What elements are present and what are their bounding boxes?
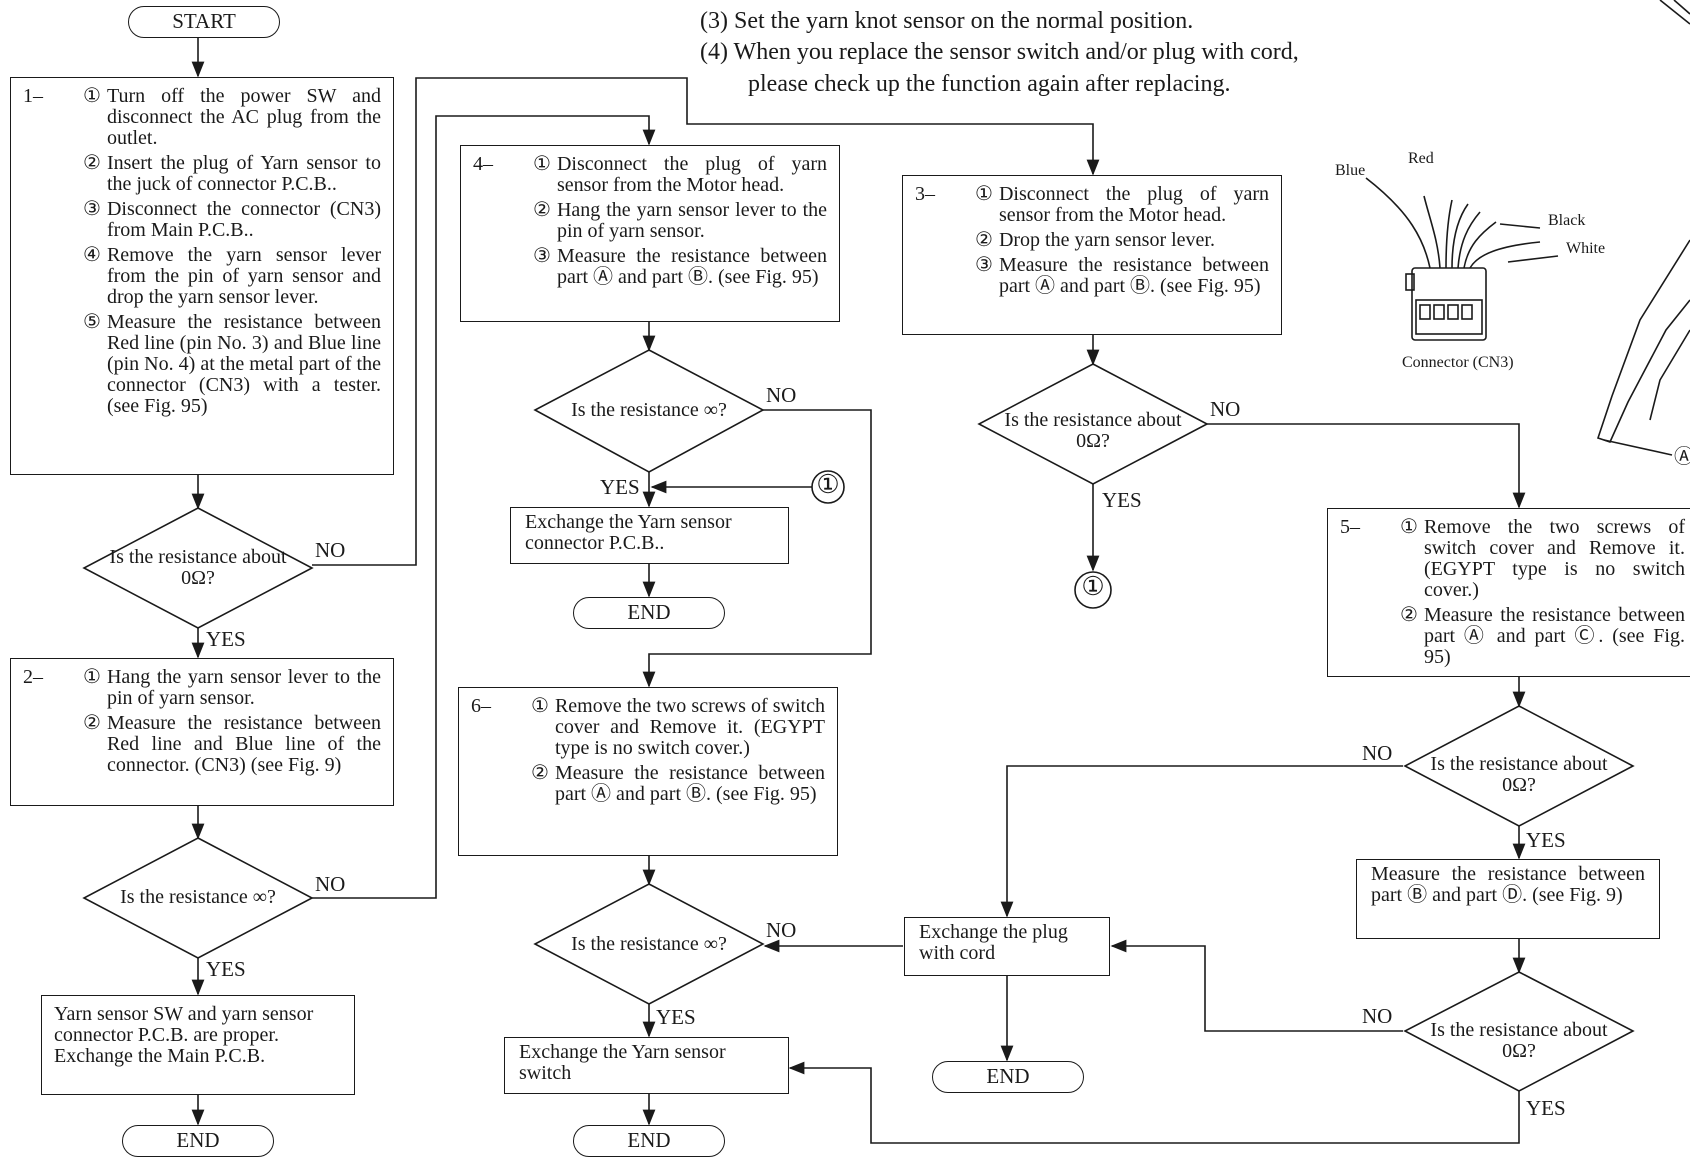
decision-diamond-6 [1403, 705, 1635, 827]
measure-bd-text: Measure the resistance between part Ⓑ an… [1371, 863, 1645, 906]
proper-box: Yarn sensor SW and yarn sensor connector… [41, 995, 355, 1095]
step-2-number: 2– [23, 666, 43, 688]
connector-circle-bottom [1074, 571, 1112, 609]
start-label: START [172, 9, 236, 33]
decision-1-text: Is the resistance about 0Ω? [109, 546, 287, 589]
decision-5-yes: YES [1102, 488, 1142, 512]
step-1-item-1: Turn off the power SW and disconnect the… [106, 85, 381, 149]
decision-diamond-7 [1403, 971, 1635, 1092]
step-1-item-4: Remove the yarn sensor lever from the pi… [106, 244, 381, 308]
decision-1-yes: YES [206, 627, 246, 651]
decision-2-no: NO [315, 872, 346, 896]
exchange-connector-text: Exchange the Yarn sensor connector P.C.B… [525, 511, 732, 554]
end-terminal-right: END [932, 1061, 1084, 1093]
decision-diamond-4 [533, 883, 765, 1005]
decision-diamond-2 [82, 837, 314, 959]
exchange-plug-box: Exchange the plug with cord [904, 917, 1110, 976]
step-3-item-3: Measure the resistance between part Ⓐ an… [998, 254, 1269, 297]
exchange-switch-text: Exchange the Yarn sensor switch [519, 1041, 726, 1084]
end-label-middle-1: END [627, 600, 671, 624]
measure-bd-box: Measure the resistance between part Ⓑ an… [1356, 859, 1660, 939]
decision-3-text: Is the resistance ∞? [571, 399, 727, 421]
start-terminal: START [128, 6, 280, 38]
part-a-label: Ⓐ [1674, 446, 1690, 468]
connector-circle-left [811, 470, 845, 504]
step-1-number: 1– [23, 85, 43, 107]
end-terminal-left: END [122, 1125, 274, 1157]
connector-circle-left-label: ① [816, 470, 840, 499]
decision-7-yes: YES [1526, 1096, 1566, 1120]
exchange-switch-box: Exchange the Yarn sensor switch [504, 1037, 789, 1094]
decision-3-no: NO [766, 383, 797, 407]
step-1-item-3: Disconnect the connector (CN3) from Main… [106, 198, 381, 241]
step-3-item-2: Drop the yarn sensor lever. [998, 229, 1215, 251]
decision-4-no: NO [766, 918, 797, 942]
decision-diamond-1 [82, 507, 314, 629]
step-6-item-2: Measure the resistance between part Ⓐ an… [554, 762, 825, 805]
end-terminal-middle-2: END [573, 1125, 725, 1157]
end-label-middle-2: END [627, 1128, 671, 1152]
step-4-item-1: Disconnect the plug of yarn sensor from … [556, 153, 827, 196]
step-1-item-5: Measure the resistance between Red line … [106, 311, 381, 417]
note-line-3: (3) Set the yarn knot sensor on the norm… [700, 8, 1194, 34]
wire-label-blue: Blue [1335, 162, 1366, 179]
decision-diamond-3 [533, 349, 765, 473]
step-2-item-2: Measure the resistance between Red line … [106, 712, 381, 776]
step-3-item-1: Disconnect the plug of yarn sensor from … [998, 183, 1269, 226]
decision-5-no: NO [1210, 397, 1241, 421]
step-4-item-3: Measure the resistance between part Ⓐ an… [556, 245, 827, 288]
decision-7-no: NO [1362, 1004, 1393, 1028]
tester-probe-figure [1596, 0, 1690, 456]
step-3-number: 3– [915, 183, 935, 205]
proper-text: Yarn sensor SW and yarn sensor connector… [54, 1003, 314, 1067]
decision-1-no: NO [315, 538, 346, 562]
end-label-left: END [176, 1128, 220, 1152]
step-2-item-1: Hang the yarn sensor lever to the pin of… [106, 666, 381, 709]
wire-label-black: Black [1548, 212, 1586, 229]
step-6-number: 6– [471, 695, 491, 717]
connector-cn3-label: Connector (CN3) [1402, 354, 1514, 371]
step-4-item-2: Hang the yarn sensor lever to the pin of… [556, 199, 827, 242]
decision-3-yes: YES [600, 475, 640, 499]
step-4-number: 4– [473, 153, 493, 175]
wire-label-red: Red [1408, 150, 1434, 167]
decision-7-text: Is the resistance about 0Ω? [1430, 1019, 1608, 1062]
exchange-connector-box: Exchange the Yarn sensor connector P.C.B… [510, 507, 789, 564]
step-5-number: 5– [1340, 516, 1360, 538]
end-terminal-middle-1: END [573, 597, 725, 629]
decision-6-text: Is the resistance about 0Ω? [1430, 753, 1608, 796]
exchange-plug-text: Exchange the plug with cord [919, 921, 1068, 964]
decision-diamond-5 [977, 363, 1209, 485]
end-label-right: END [986, 1064, 1030, 1088]
connector-cn3-figure [1365, 177, 1559, 341]
step-1-item-2: Insert the plug of Yarn sensor to the ju… [106, 152, 381, 195]
decision-2-text: Is the resistance ∞? [120, 886, 276, 908]
step-5-item-2: Measure the resistance between part Ⓐ an… [1423, 604, 1685, 668]
decision-4-text: Is the resistance ∞? [571, 933, 727, 955]
connector-circle-bottom-label: ① [1081, 572, 1105, 601]
note-line-4b: please check up the function again after… [748, 71, 1231, 97]
decision-5-text: Is the resistance about 0Ω? [1004, 409, 1182, 452]
decision-4-yes: YES [656, 1005, 696, 1029]
decision-2-yes: YES [206, 957, 246, 981]
note-line-4: (4) When you replace the sensor switch a… [700, 39, 1299, 65]
step-6-item-1: Remove the two screws of switch cover an… [554, 695, 825, 759]
decision-6-yes: YES [1526, 828, 1566, 852]
step-5-item-1: Remove the two screws of switch cover an… [1423, 516, 1685, 601]
decision-6-no: NO [1362, 741, 1393, 765]
wire-label-white: White [1566, 240, 1606, 257]
